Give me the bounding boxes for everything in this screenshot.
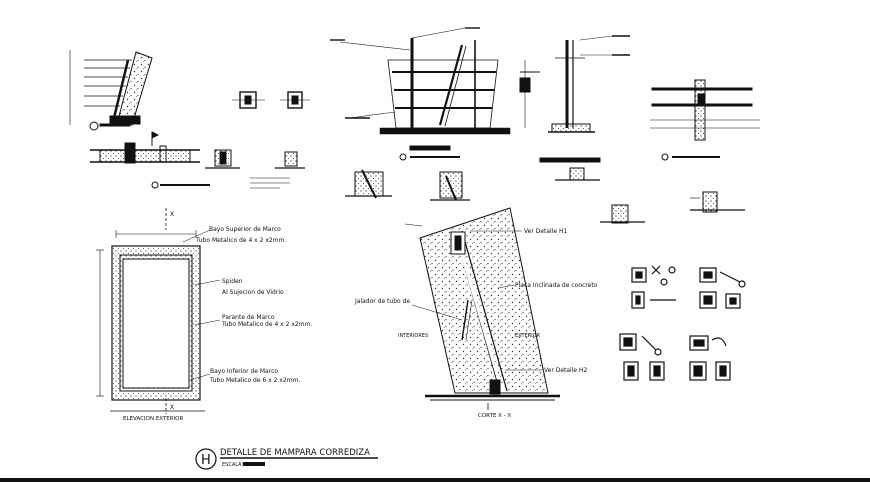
detail-top-right [345,35,760,224]
drawing-title: DETALLE DE MAMPARA CORREDIZA [220,448,370,458]
sheet-border-bottom [0,478,870,482]
section-mark-top: X [170,211,174,218]
label-side-frame-spec: Tubo Metalico de 4 x 2 x2mm. [221,321,312,328]
scale-label: ESCALA: [222,462,243,468]
label-spiden: Spiden [222,278,243,285]
label-detail-h1: Ver Detalle H1 [524,228,567,235]
elevation-caption: ELEVACION EXTERIOR [123,416,183,422]
title-block: H DETALLE DE MAMPARA CORREDIZA ESCALA: [195,448,378,470]
label-bottom-frame: Bayo Inferior de Marco [210,368,278,375]
label-top-frame-spec: Tubo Metalico de 4 x 2 x2mm. [195,237,286,244]
detail-top-center [330,27,540,161]
label-spiden-spec: Al Sujecion de Vidrio [222,289,284,296]
section-mark-bottom: X [170,404,174,411]
elevation-labels: Bayo Superior de Marco Tubo Metalico de … [123,211,312,422]
title-symbol-circle [195,448,217,470]
label-exterior: EXTERIOR [515,333,541,339]
label-top-frame: Bayo Superior de Marco [209,226,281,233]
title-symbol: H [201,453,211,468]
label-bottom-frame-spec: Tubo Metalico de 6 x 2 x2mm. [209,377,300,384]
section-caption: CORTE X - X [478,413,511,419]
detail-right-cluster [619,265,746,381]
label-inclined-plate: Placa Inclinada de concreto [515,282,598,289]
section-drawing [404,207,560,410]
scale-value-mark [243,462,265,466]
label-detail-h2: Ver Detalle H2 [544,367,587,374]
detail-top-left [69,50,310,189]
section-labels: Ver Detalle H1 Jalador de tubo de Placa … [354,228,598,419]
label-side-frame: Parante de Marco [222,314,275,321]
label-sliding-pipe: Jalador de tubo de [354,298,410,305]
label-interior: INTERIORES [398,333,428,339]
elevation-frame-drawing [96,208,221,414]
